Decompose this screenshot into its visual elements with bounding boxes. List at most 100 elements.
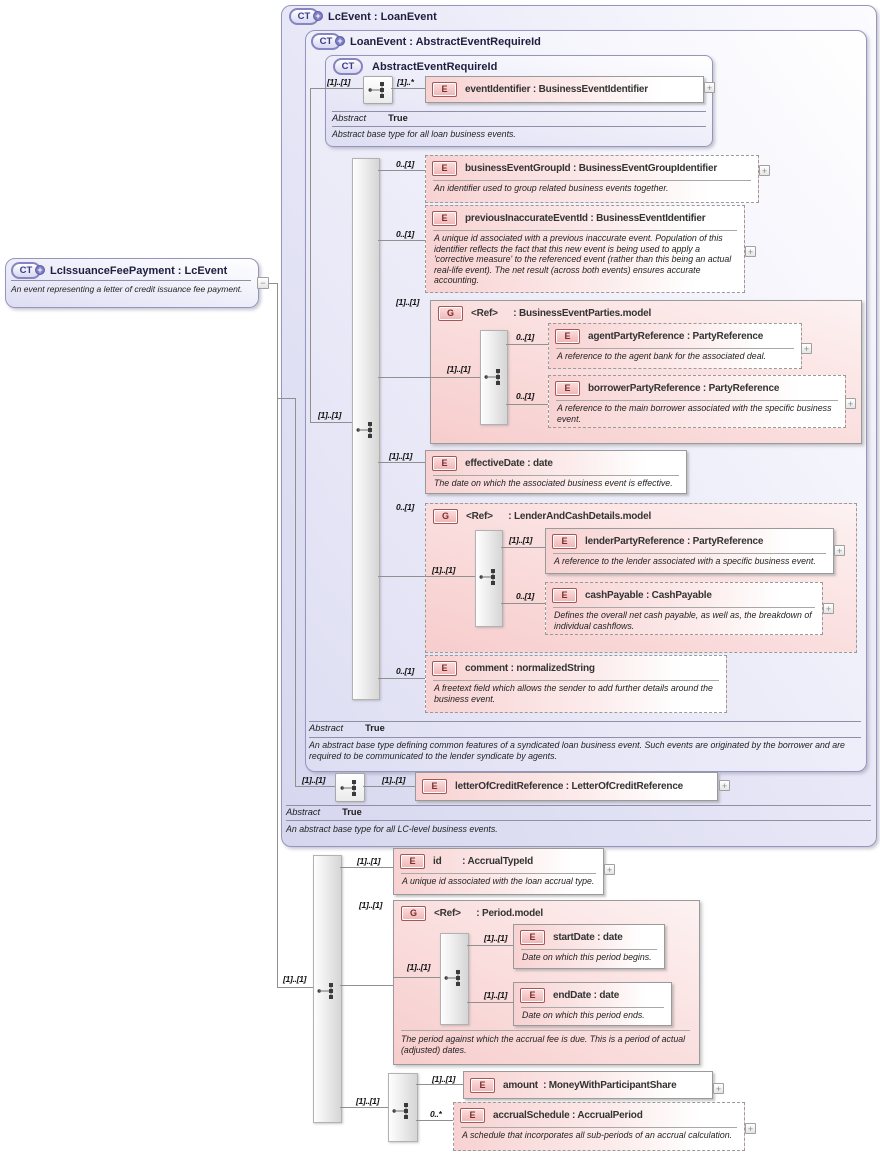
connector xyxy=(378,576,475,577)
connector xyxy=(295,398,296,786)
cardinality-label: [1]..[1] xyxy=(389,451,413,461)
element-icon: E xyxy=(432,455,457,471)
connector xyxy=(340,867,393,868)
abstract-label: Abstract xyxy=(286,807,321,817)
element-startDate[interactable]: E startDate : date Date on which this pe… xyxy=(513,924,665,969)
element-title-row: E lenderPartyReference : PartyReference xyxy=(546,529,833,553)
complex-type-plus-icon: CT+ xyxy=(289,8,323,25)
ct-icon-label: CT xyxy=(19,265,33,276)
expand-button[interactable]: + xyxy=(719,780,730,791)
element-lenderPartyReference[interactable]: E lenderPartyReference : PartyReference … xyxy=(545,528,834,574)
element-icon: E xyxy=(552,533,577,549)
element-businessEventGroupId[interactable]: E businessEventGroupId : BusinessEventGr… xyxy=(425,155,759,203)
element-icon: E xyxy=(555,380,580,396)
connector xyxy=(295,786,335,787)
cardinality-label: [1]..[1] xyxy=(509,535,533,545)
connector xyxy=(506,344,548,345)
element-label: businessEventGroupId : BusinessEventGrou… xyxy=(465,162,718,174)
expand-button[interactable]: + xyxy=(704,82,715,93)
cardinality-label: [1]..[1] xyxy=(327,77,351,87)
abstract-value: True xyxy=(388,113,408,123)
loanevent-title: LoanEvent : AbstractEventRequireId xyxy=(350,35,541,48)
element-agentPartyReference[interactable]: E agentPartyReference : PartyReference A… xyxy=(548,323,802,369)
element-borrowerPartyReference[interactable]: E borrowerPartyReference : PartyReferenc… xyxy=(548,375,846,428)
element-label: id : AccrualTypeId xyxy=(433,855,534,867)
element-title-row: E businessEventGroupId : BusinessEventGr… xyxy=(426,156,758,180)
expand-button[interactable]: + xyxy=(745,1123,756,1134)
sequence-bar-period[interactable] xyxy=(440,933,469,1025)
element-amount[interactable]: E amount : MoneyWithParticipantShare xyxy=(463,1071,713,1099)
expand-button[interactable]: + xyxy=(745,246,756,257)
connector xyxy=(378,377,480,378)
cardinality-label: [1]..[1] xyxy=(484,990,508,1000)
separator xyxy=(309,721,861,722)
element-label: letterOfCreditReference : LetterOfCredit… xyxy=(455,781,684,792)
complex-type-plus-icon: CT+ xyxy=(311,33,345,50)
sequence-compositor[interactable] xyxy=(335,773,365,802)
element-title-row: E effectiveDate : date xyxy=(426,451,686,475)
abstract-row: Abstract True xyxy=(286,807,362,817)
cardinality-label: [1]..[1] xyxy=(407,962,431,972)
element-previousInaccurateEventId[interactable]: E previousInaccurateEventId : BusinessEv… xyxy=(425,205,745,293)
cardinality-label: [1]..[1] xyxy=(318,410,342,420)
element-cashPayable[interactable]: E cashPayable : CashPayable Defines the … xyxy=(545,582,823,635)
element-icon: E xyxy=(552,587,577,603)
sequence-icon xyxy=(484,369,500,385)
sequence-bar-loanevent[interactable] xyxy=(352,158,380,700)
connector xyxy=(310,88,363,89)
expand-button[interactable]: + xyxy=(713,1083,724,1094)
element-label: agentPartyReference : PartyReference xyxy=(588,330,764,342)
element-label: lenderPartyReference : PartyReference xyxy=(585,535,764,547)
expand-button[interactable]: + xyxy=(759,165,770,176)
collapse-button[interactable]: − xyxy=(257,277,269,289)
element-icon: E xyxy=(432,210,457,226)
complex-type-box-root[interactable] xyxy=(5,258,259,308)
expand-button[interactable]: + xyxy=(834,545,845,556)
connector xyxy=(501,603,545,604)
lcevent-header: CT+ LcEvent : LoanEvent xyxy=(289,8,437,25)
element-endDate[interactable]: E endDate : date Date on which this peri… xyxy=(513,982,672,1026)
sequence-bar-accrual[interactable] xyxy=(388,1073,418,1142)
element-icon: E xyxy=(432,82,457,97)
sequence-bar-parties[interactable] xyxy=(480,330,508,425)
separator xyxy=(401,1030,690,1031)
connector xyxy=(416,1084,463,1085)
cardinality-label: [1]..* xyxy=(397,77,414,87)
cardinality-label: [1]..[1] xyxy=(357,856,381,866)
element-id[interactable]: E id : AccrualTypeId A unique id associa… xyxy=(393,848,604,895)
abstract-row: Abstract True xyxy=(332,113,408,123)
expand-button[interactable]: + xyxy=(801,343,812,354)
sequence-bar-lender[interactable] xyxy=(475,530,503,627)
element-label: amount : MoneyWithParticipantShare xyxy=(503,1079,677,1091)
element-description: Defines the overall net cash payable, as… xyxy=(553,607,815,634)
group-label: <Ref> : BusinessEventParties.model xyxy=(471,308,652,319)
element-eventIdentifier[interactable]: E eventIdentifier : BusinessEventIdentif… xyxy=(425,76,704,103)
abstract-label: Abstract xyxy=(309,723,344,733)
cardinality-label: [1]..[1] xyxy=(382,775,406,785)
element-letterOfCreditReference[interactable]: E letterOfCreditReference : LetterOfCred… xyxy=(415,772,718,801)
element-description: A unique id associated with the loan acc… xyxy=(401,873,596,890)
element-description: A reference to the agent bank for the as… xyxy=(556,348,794,365)
ct-icon-label: CT xyxy=(319,36,333,47)
expand-button[interactable]: + xyxy=(823,603,834,614)
abstractevent-description: Abstract base type for all loan business… xyxy=(332,129,516,139)
connector xyxy=(378,240,425,241)
element-icon: E xyxy=(432,660,457,676)
plus-badge-icon: + xyxy=(335,36,345,46)
sequence-compositor[interactable] xyxy=(363,76,393,104)
element-comment[interactable]: E comment : normalizedString A freetext … xyxy=(425,655,727,713)
element-accrualSchedule[interactable]: E accrualSchedule : AccrualPeriod A sche… xyxy=(453,1102,745,1151)
expand-button[interactable]: + xyxy=(604,864,615,875)
element-effectiveDate[interactable]: E effectiveDate : date The date on which… xyxy=(425,450,687,494)
root-description: An event representing a letter of credit… xyxy=(11,284,243,294)
sequence-bar-root[interactable] xyxy=(313,855,342,1123)
expand-button[interactable]: + xyxy=(845,398,856,409)
connector xyxy=(506,404,548,405)
separator xyxy=(309,737,861,738)
element-label: eventIdentifier : BusinessEventIdentifie… xyxy=(465,84,648,95)
cardinality-label: 0..[1] xyxy=(516,332,535,342)
element-description: A schedule that incorporates all sub-per… xyxy=(461,1127,737,1144)
element-icon: E xyxy=(520,929,545,945)
element-title-row: E eventIdentifier : BusinessEventIdentif… xyxy=(426,77,703,102)
element-description: Date on which this period ends. xyxy=(521,1007,664,1024)
